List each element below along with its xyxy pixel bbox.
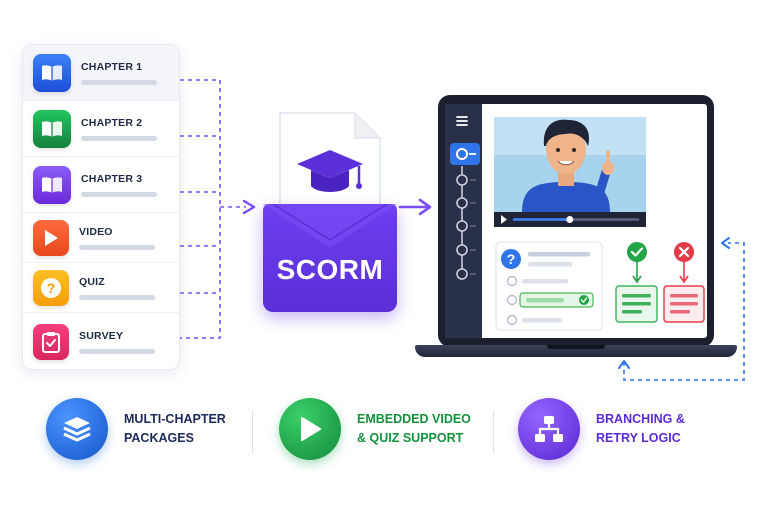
chapter-label: QUIZ <box>79 275 105 288</box>
divider <box>493 410 494 454</box>
chapter-label: CHAPTER 2 <box>81 116 143 129</box>
placeholder-bar <box>81 191 157 197</box>
feature-title-line1: MULTI-CHAPTER <box>124 412 226 426</box>
chapter-label: CHAPTER 3 <box>81 172 143 185</box>
arrow-right-icon <box>418 198 432 216</box>
chapter-item-3[interactable]: CHAPTER 3 <box>23 157 179 213</box>
chapter-item-quiz[interactable]: ? QUIZ <box>23 263 179 313</box>
question-icon: ? <box>33 269 69 306</box>
clipboard-check-icon <box>33 324 69 360</box>
feature-branching: BRANCHING & RETRY LOGIC <box>518 398 685 460</box>
chapter-item-2[interactable]: CHAPTER 2 <box>23 101 179 157</box>
arrow-left-icon <box>721 237 730 249</box>
chapter-item-survey[interactable]: SURVEY <box>23 313 179 369</box>
scorm-label: SCORM <box>276 254 384 285</box>
chapter-label: SURVEY <box>79 330 124 342</box>
course-player-screen <box>445 104 707 338</box>
placeholder-bar <box>79 349 155 354</box>
feature-title-line2: & QUIZ SUPPORT <box>357 431 464 445</box>
book-icon <box>33 109 71 148</box>
play-icon <box>279 398 341 460</box>
feature-title-line2: PACKAGES <box>124 431 194 445</box>
feature-title-line1: EMBEDDED VIDEO <box>357 412 471 426</box>
player-sidebar <box>445 104 482 338</box>
scorm-box-flap <box>263 204 397 248</box>
play-icon <box>33 219 69 256</box>
chapter-item-video[interactable]: VIDEO <box>23 213 179 263</box>
arrow-up-icon <box>618 360 630 369</box>
feature-title-line2: RETRY LOGIC <box>596 431 681 445</box>
laptop-base <box>415 345 737 357</box>
layers-icon <box>46 398 108 460</box>
graduation-cap-icon <box>297 150 363 192</box>
chapter-list: CHAPTER 1 CHAPTER 2 CHAPTER 3 VIDEO <box>22 44 180 370</box>
feature-embedded-video: EMBEDDED VIDEO & QUIZ SUPPORT <box>279 398 471 460</box>
chapter-label: CHAPTER 1 <box>81 60 143 73</box>
laptop-notch <box>547 345 605 349</box>
book-icon <box>33 165 71 204</box>
placeholder-bar <box>81 79 157 85</box>
chapter-item-1[interactable]: CHAPTER 1 <box>23 45 179 101</box>
book-icon <box>33 53 71 92</box>
feature-title-line1: BRANCHING & <box>596 412 685 426</box>
arrow-right-icon <box>242 199 256 215</box>
placeholder-bar <box>79 244 155 250</box>
branching-icon <box>518 398 580 460</box>
svg-text:?: ? <box>47 280 56 296</box>
placeholder-bar <box>79 294 155 300</box>
chapter-label: VIDEO <box>79 225 113 238</box>
feature-multi-chapter: MULTI-CHAPTER PACKAGES <box>46 398 226 460</box>
divider <box>252 410 253 454</box>
placeholder-bar <box>81 135 157 141</box>
